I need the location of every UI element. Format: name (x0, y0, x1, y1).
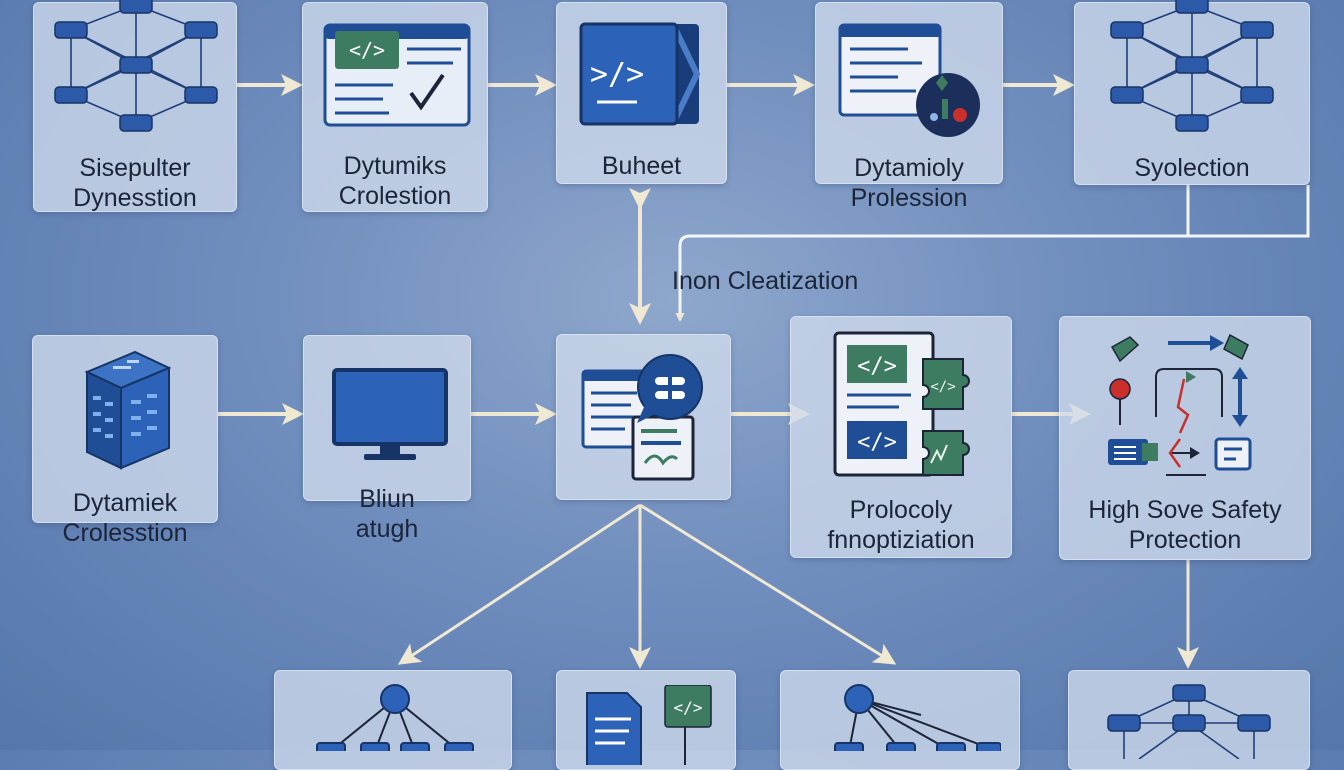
node-n6-line1: Dytamiek (72, 489, 178, 517)
node-n2-line1: Dytumiks (343, 152, 447, 180)
node-n10: High Sove Safety Protection (1059, 316, 1311, 560)
node-n9-line1: Prolocoly (849, 496, 953, 524)
code-puzzle-icon: </> </> </> (833, 331, 970, 477)
node-n6: Dytamiek Crolesstion (32, 335, 218, 547)
node-n8 (556, 334, 731, 500)
node-n2: </> Dytumiks Crolestion (302, 2, 488, 212)
node-n6-line2: Crolesstion (62, 519, 188, 547)
node-n9: </> </> </> Prolocoly fnnoptiziation (790, 316, 1012, 558)
node-n13 (780, 670, 1020, 770)
node-n3-label: Buheet (557, 151, 726, 181)
arrow-n8-n11 (397, 503, 641, 665)
svg-text:</>: </> (857, 354, 897, 379)
node-n3: >/> Buheet (556, 2, 727, 184)
center-label: Inon Cleatization (672, 267, 859, 295)
node-n1: Sisepulter Dynesstion (33, 0, 237, 213)
node-n12: </> (556, 670, 736, 770)
network-icon (1107, 684, 1271, 759)
hierarchy-icon (316, 684, 474, 751)
monitor-icon (332, 368, 448, 460)
network-icon (54, 0, 218, 132)
node-n6-label: Dytamiek Crolesstion (33, 488, 217, 548)
node-n7-line2: atugh (355, 515, 419, 543)
node-n4: Dytamioly Prolession (815, 2, 1003, 212)
node-n10-label: High Sove Safety Protection (1060, 495, 1310, 555)
server-cube-icon (84, 350, 172, 470)
svg-text:</>: </> (857, 430, 897, 455)
node-n7-label: Bliun atugh (304, 484, 470, 544)
svg-text:</>: </> (349, 38, 385, 62)
node-n10-line1: High Sove Safety (1088, 496, 1282, 524)
node-n5-label: Syolection (1075, 153, 1309, 183)
node-n9-label: Prolocoly fnnoptiziation (791, 495, 1011, 555)
code-window-icon: </> (323, 23, 471, 127)
connector-layer (218, 74, 1310, 669)
node-n11 (274, 670, 512, 770)
document-link-icon (581, 354, 703, 481)
svg-text:>/>: >/> (590, 57, 644, 92)
node-n4-label: Dytamioly Prolession (816, 153, 1002, 213)
node-n1-line1: Sisepulter (79, 154, 191, 182)
node-n5: Syolection (1074, 0, 1310, 185)
node-n5-line1: Syolection (1134, 154, 1250, 182)
node-n14 (1068, 670, 1310, 770)
node-n10-line2: Protection (1128, 526, 1242, 554)
node-n4-line2: Prolession (850, 184, 968, 212)
feedback-connector-outer (675, 185, 1310, 322)
node-n2-line2: Crolestion (338, 182, 452, 210)
svg-text:</>: </> (674, 698, 703, 717)
node-n2-label: Dytumiks Crolestion (303, 151, 487, 211)
node-n7: Bliun atugh (303, 335, 471, 543)
node-n3-line1: Buheet (601, 152, 682, 180)
arrow-n8-n13 (639, 503, 897, 665)
document-code-icon: </> (586, 685, 712, 765)
hierarchy-icon (834, 684, 1001, 751)
flow-diagram: Sisepulter Dynesstion </> Dytumiks Crole… (32, 0, 1311, 770)
node-n7-line1: Bliun (359, 485, 415, 513)
code-analysis-icon (838, 23, 980, 137)
node-n1-line2: Dynesstion (73, 184, 197, 212)
node-n1-label: Sisepulter Dynesstion (34, 153, 236, 213)
svg-text:</>: </> (930, 379, 955, 395)
network-icon (1110, 0, 1274, 132)
process-flow-icon (1108, 333, 1252, 476)
node-n9-line2: fnnoptiziation (827, 526, 975, 554)
code-editor-icon: >/> (579, 22, 701, 126)
node-n4-line1: Dytamioly (854, 154, 964, 182)
